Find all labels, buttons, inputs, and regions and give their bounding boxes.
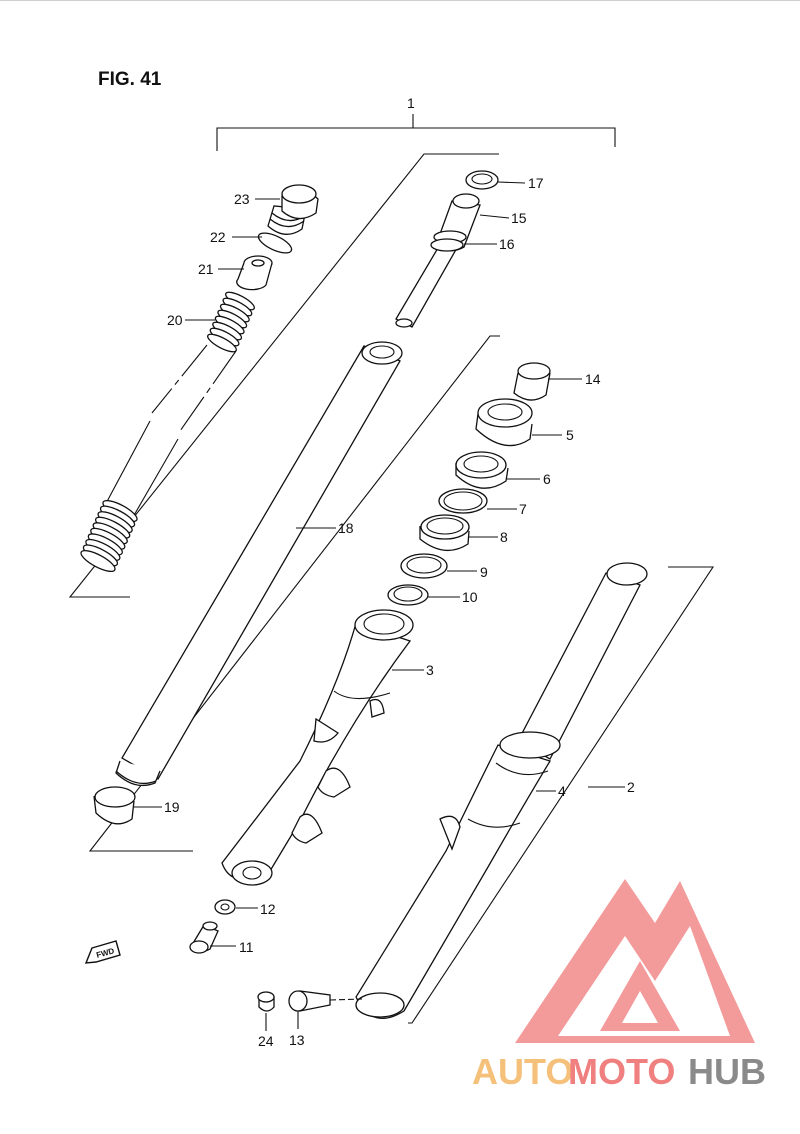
callout-2: 2 [627,779,635,795]
callout-17: 17 [528,175,544,191]
inner-tube [115,341,403,787]
callout-18: 18 [338,520,354,536]
watermark-logo [515,879,755,1043]
callout-24: 24 [258,1033,274,1049]
watermark-hub: HUB [688,1051,766,1092]
bottom-bolt [189,921,219,954]
cap-plug [257,991,275,1012]
dust-seal-stack [387,362,551,606]
figure-title: FIG. 41 [98,69,162,90]
callout-22: 22 [210,229,226,245]
callout-13: 13 [289,1032,305,1048]
fork-leg [355,562,648,1019]
callout-1: 1 [407,95,415,111]
callout-5: 5 [566,427,574,443]
watermark-text: AUTO MOTO HUB [472,1051,766,1092]
leader-lines [134,181,625,1031]
callout-14: 14 [585,371,601,387]
watermark-auto: AUTO [472,1051,573,1092]
washer [214,899,236,915]
callout-11: 11 [239,939,254,955]
watermark-moto: MOTO [568,1051,675,1092]
callout-4: 4 [558,783,566,799]
callout-labels: 1 2 3 4 5 6 7 8 9 10 11 12 13 14 15 16 1… [164,95,635,1049]
callout-20: 20 [167,312,183,328]
callout-16: 16 [499,236,515,252]
callout-10: 10 [462,589,478,605]
guide-bushing [93,786,136,825]
spacer [236,255,273,291]
fork-spring [80,291,255,573]
callout-19: 19 [164,799,180,815]
pinch-bolt [288,990,363,1012]
outer-tube [221,609,414,886]
fwd-arrow-icon: FWD [84,940,121,964]
callout-12: 12 [260,901,276,917]
callout-3: 3 [426,662,434,678]
panel-frame-left [68,153,715,1024]
cap-bolt [267,184,319,235]
callout-7: 7 [519,501,527,517]
callout-23: 23 [234,191,250,207]
spring-coil [80,549,116,573]
assembly-bracket [216,114,616,151]
spring-coil [207,333,237,353]
callout-8: 8 [500,529,508,545]
callout-6: 6 [543,471,551,487]
callout-9: 9 [480,564,488,580]
callout-15: 15 [511,210,527,226]
callout-21: 21 [198,261,214,277]
damper-rod [395,170,499,328]
o-ring [257,232,293,254]
